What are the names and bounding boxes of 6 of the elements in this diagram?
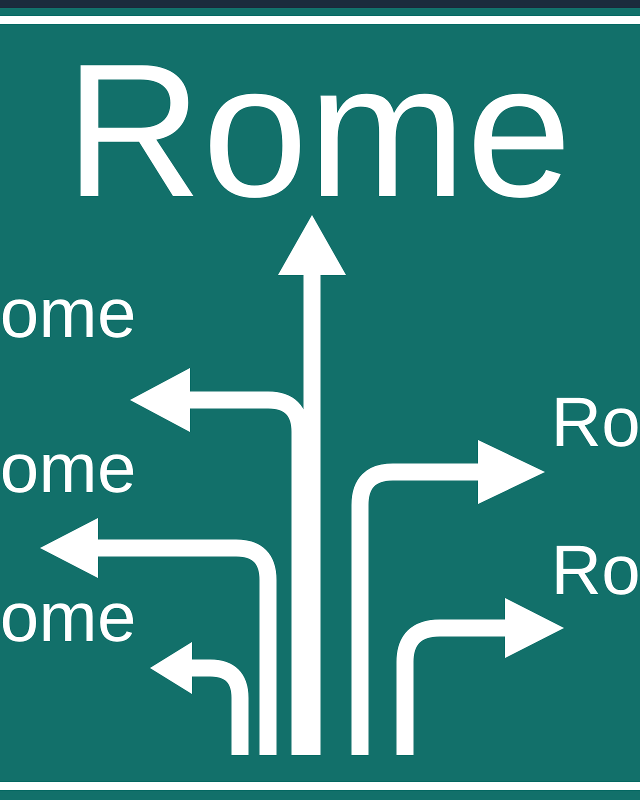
place-name: ome bbox=[0, 433, 136, 503]
place-name: ome bbox=[0, 278, 136, 348]
place-name: Ro bbox=[551, 535, 640, 605]
place-name: Ro bbox=[551, 387, 640, 457]
place-name: ome bbox=[0, 582, 136, 652]
destination-title: Rome bbox=[65, 36, 572, 226]
